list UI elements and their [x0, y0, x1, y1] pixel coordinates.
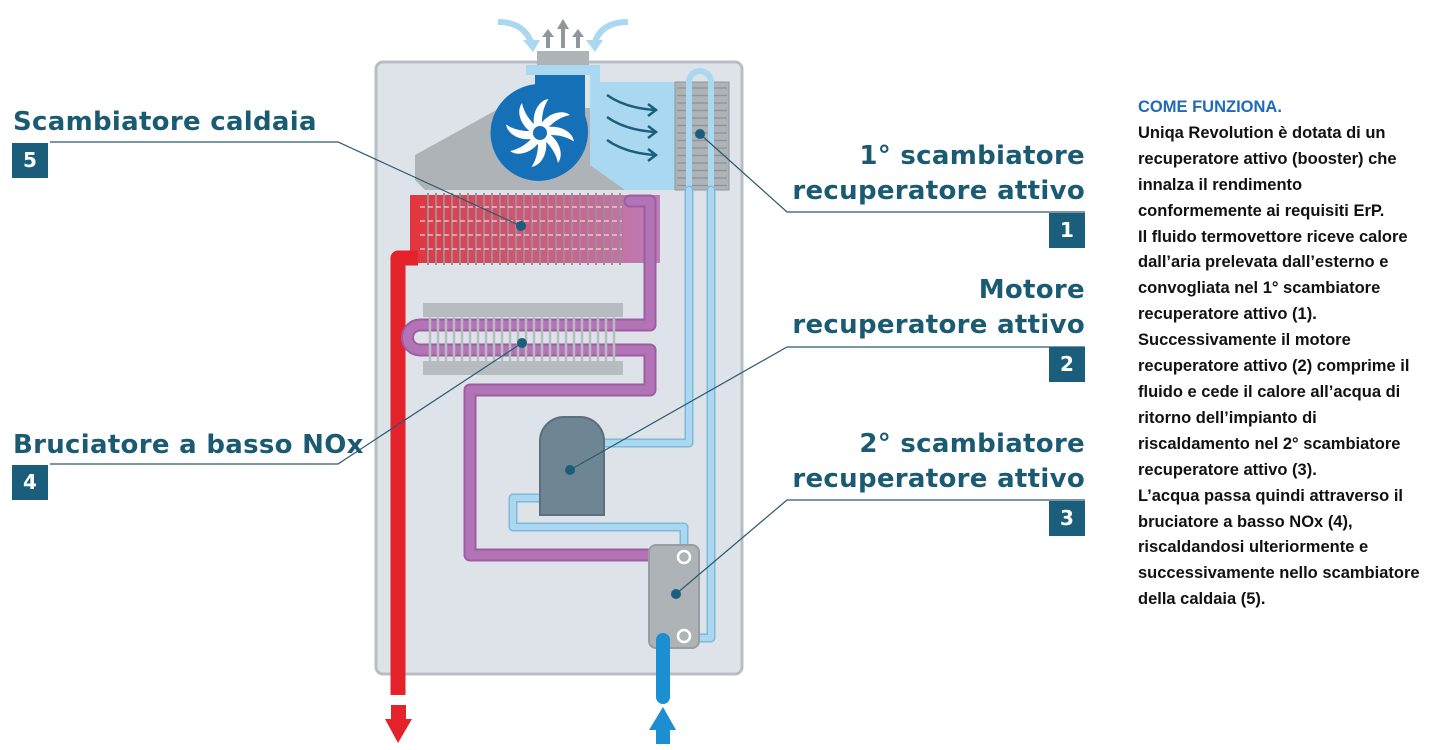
description-line: ritorno dell’impianto di [1138, 408, 1317, 427]
airflow-arrows-icon [606, 93, 659, 162]
leader-line-4 [50, 342, 523, 465]
description-panel: COME FUNZIONA. Uniqa Revolution è dotata… [1138, 95, 1453, 613]
marker-dot-1 [695, 129, 705, 139]
leader-line-2 [569, 346, 1085, 471]
description-body: Uniqa Revolution è dotata di un recuperat… [1138, 121, 1453, 613]
label-motore-line1: Motore [978, 275, 1085, 305]
description-line: recuperatore attivo (3). [1138, 460, 1317, 479]
badge-4: 4 [12, 465, 48, 500]
description-line: dall’aria prelevata dall’esterno e [1138, 253, 1389, 272]
description-line: fluido e cede il calore all’acqua di [1138, 382, 1401, 401]
label-motore: Motore recuperatore attivo [792, 273, 1085, 343]
low-nox-burner [423, 303, 623, 375]
label-motore-line2: recuperatore attivo [792, 310, 1085, 340]
marker-dot-4 [517, 338, 527, 348]
badge-3: 3 [1049, 501, 1085, 536]
description-line: innalza il rendimento [1138, 175, 1303, 194]
description-line: conformemente ai requisiti ErP. [1138, 201, 1385, 220]
description-line: recuperatore attivo (booster) che [1138, 149, 1397, 168]
leader-line-3 [675, 499, 1085, 595]
leader-line-5 [50, 141, 522, 227]
description-line: della caldaia (5). [1138, 590, 1266, 609]
label-scambiatore-2-line2: recuperatore attivo [792, 464, 1085, 494]
description-line: Successivamente il motore [1138, 331, 1351, 350]
label-scambiatore-2: 2° scambiatore recuperatore attivo [792, 427, 1085, 497]
description-line: convogliata nel 1° scambiatore [1138, 279, 1381, 298]
boiler-exchanger [410, 193, 660, 265]
leader-lines [50, 133, 1085, 595]
description-line: Uniqa Revolution è dotata di un [1138, 123, 1386, 142]
badge-5: 5 [12, 143, 48, 178]
label-scambiatore-1-line2: recuperatore attivo [792, 176, 1085, 206]
label-scambiatore-1: 1° scambiatore recuperatore attivo [792, 139, 1085, 209]
description-line: riscaldandosi ulteriormente e [1138, 538, 1369, 557]
description-line: riscaldamento nel 2° scambiatore [1138, 434, 1401, 453]
badge-1: 1 [1049, 213, 1085, 248]
marker-dot-3 [671, 589, 681, 599]
description-line: L’acqua passa quindi attraverso il [1138, 486, 1404, 505]
fan-icon [506, 99, 574, 167]
description-line: recuperatore attivo (2) comprime il [1138, 357, 1410, 376]
marker-dot-5 [516, 221, 526, 231]
label-scambiatore-2-line1: 2° scambiatore [859, 429, 1085, 459]
description-title: COME FUNZIONA. [1138, 98, 1282, 116]
first-recovery-exchanger [674, 68, 730, 191]
description-line: recuperatore attivo (1). [1138, 305, 1317, 324]
marker-dot-2 [565, 465, 575, 475]
exhaust-arrows-icon [542, 19, 584, 48]
badge-2: 2 [1049, 347, 1085, 382]
description-line: successivamente nello scambiatore [1138, 564, 1420, 583]
label-scambiatore-caldaia: Scambiatore caldaia [13, 107, 317, 137]
air-intake-arrows-icon [497, 19, 629, 52]
label-scambiatore-1-line1: 1° scambiatore [859, 141, 1085, 171]
label-bruciatore: Bruciatore a basso NOx [13, 430, 364, 460]
leader-line-1 [699, 133, 1085, 213]
description-line: Il fluido termovettore riceve calore [1138, 227, 1408, 246]
hot-water-outlet-arrow-icon [385, 705, 412, 743]
description-line: bruciatore a basso NOx (4), [1138, 512, 1353, 531]
cold-water-inlet-arrow-icon [649, 707, 676, 744]
